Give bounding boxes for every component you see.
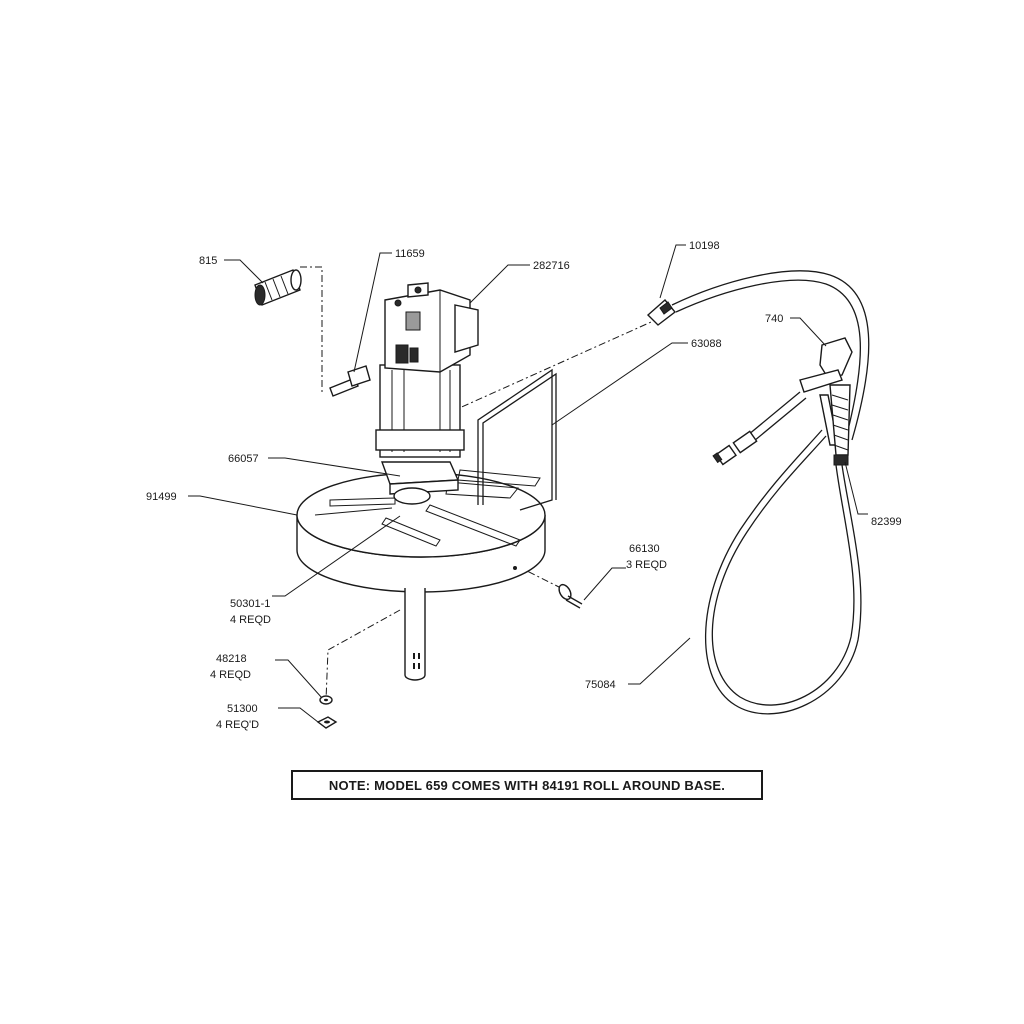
callout-740: 740 <box>765 313 783 325</box>
callout-815: 815 <box>199 255 217 267</box>
part-815-fitting <box>254 269 302 306</box>
pump-assembly <box>375 282 479 505</box>
callout-48218-qty: 4 REQD <box>210 669 251 681</box>
callout-63088: 63088 <box>691 338 722 350</box>
part-11659-fitting <box>329 365 371 397</box>
part-51300-nut <box>316 716 338 729</box>
callout-10198: 10198 <box>689 240 720 252</box>
callout-282716: 282716 <box>533 260 570 272</box>
note-box: NOTE: MODEL 659 COMES WITH 84191 ROLL AR… <box>291 770 763 800</box>
callout-66057: 66057 <box>228 453 259 465</box>
callout-51300-qty: 4 REQ'D <box>216 719 259 731</box>
part-10198-swivel <box>646 298 677 326</box>
callout-51300: 51300 <box>227 703 258 715</box>
leader-lines <box>188 244 868 723</box>
callout-82399: 82399 <box>871 516 902 528</box>
part-48218-washer <box>319 695 333 705</box>
part-66130-thumb-screw <box>558 583 583 609</box>
callout-66130-qty: 3 REQD <box>626 559 667 571</box>
suction-tube <box>404 588 426 681</box>
callout-75084: 75084 <box>585 679 616 691</box>
hose-75084 <box>671 270 870 715</box>
callout-50301-1-qty: 4 REQD <box>230 614 271 626</box>
callout-66130: 66130 <box>629 543 660 555</box>
hose-guard-82399 <box>829 384 851 466</box>
hose-bracket <box>477 368 557 511</box>
callout-91499: 91499 <box>146 491 177 503</box>
callout-labels: 815 11659 282716 10198 740 63088 66057 9… <box>146 240 902 731</box>
callout-48218: 48218 <box>216 653 247 665</box>
assembly-guide-lines <box>300 266 661 701</box>
callout-50301-1: 50301-1 <box>230 598 270 610</box>
note-text: NOTE: MODEL 659 COMES WITH 84191 ROLL AR… <box>328 777 726 793</box>
callout-11659: 11659 <box>395 248 425 260</box>
